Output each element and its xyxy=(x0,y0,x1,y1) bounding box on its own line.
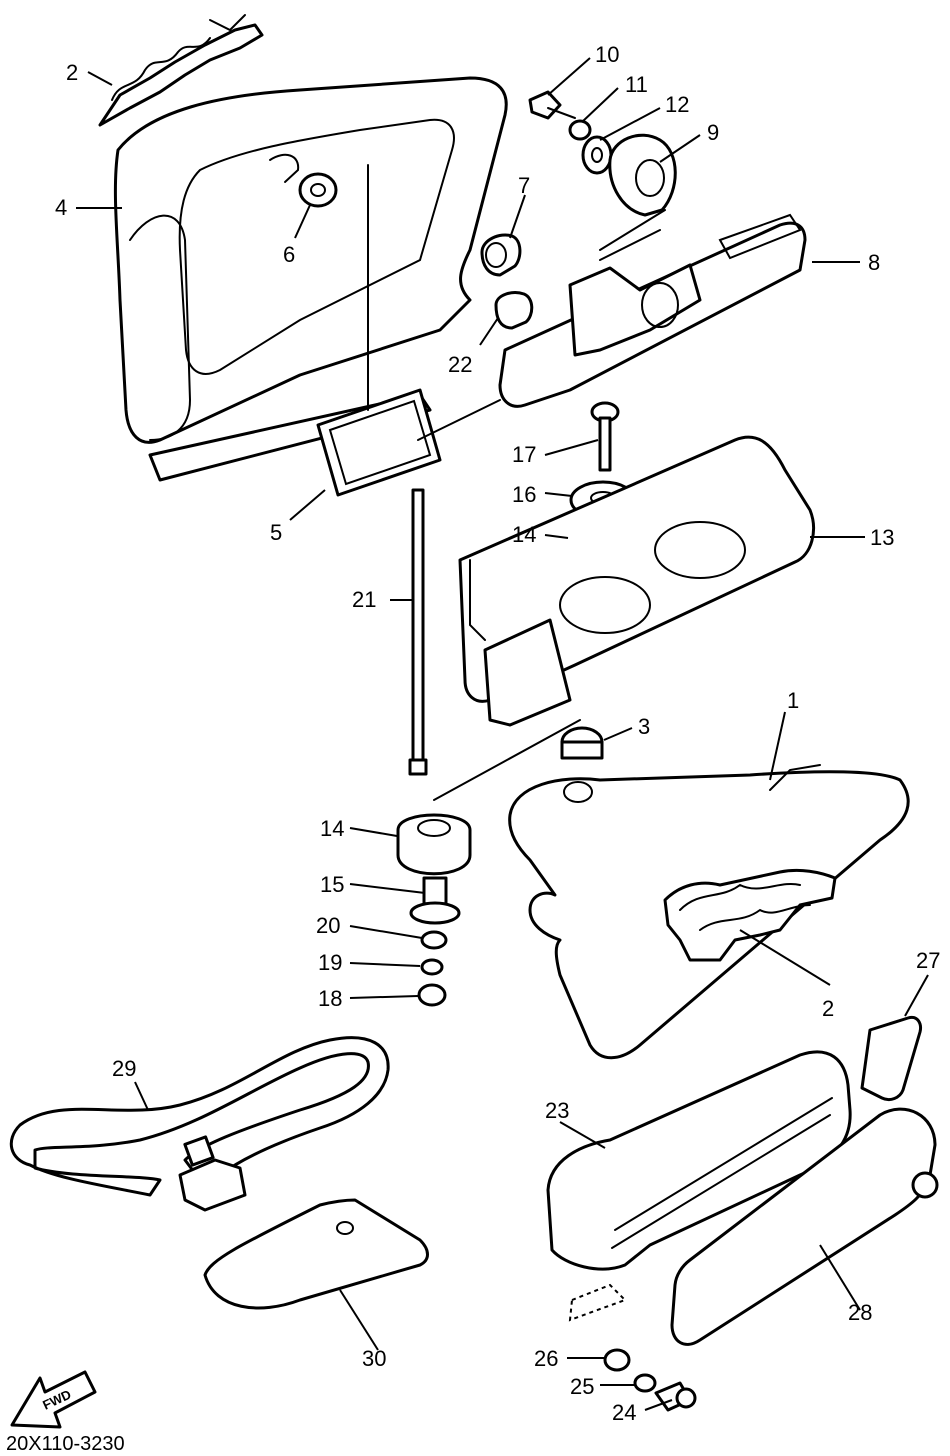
part-28-tool-box-cover xyxy=(670,1107,939,1346)
callout-25: 25 xyxy=(570,1374,594,1399)
callout-13: 13 xyxy=(870,525,894,550)
part-9-damper xyxy=(599,133,677,251)
callout-10: 10 xyxy=(595,42,619,67)
fwd-arrow-icon: FWD xyxy=(10,1370,97,1429)
callout-11: 11 xyxy=(625,72,648,97)
part-4-side-cover xyxy=(113,76,508,482)
part-10-bolt xyxy=(528,90,576,120)
part-29-wire-harness xyxy=(9,1036,390,1212)
part-11-washer xyxy=(568,119,592,141)
callout-30: 30 xyxy=(362,1346,386,1371)
callout-19: 19 xyxy=(318,950,342,975)
part-2-emblem-lower xyxy=(663,868,837,962)
part-7-grommet xyxy=(480,233,522,277)
part-30-tool-pouch xyxy=(203,1198,429,1310)
part-2-emblem-upper xyxy=(98,14,264,127)
callout-14-lower: 14 xyxy=(320,816,344,841)
part-5-label-plate xyxy=(316,164,442,497)
callout-27: 27 xyxy=(916,948,940,973)
part-12-plate-washer xyxy=(581,135,613,175)
part-18-nut xyxy=(417,983,447,1007)
callout-14-upper: 14 xyxy=(512,522,536,547)
diagram-code: 20X110-3230 xyxy=(6,1433,125,1455)
callout-8: 8 xyxy=(868,250,880,275)
leader-lines xyxy=(76,57,929,1411)
callout-3: 3 xyxy=(638,714,650,739)
callout-6: 6 xyxy=(283,242,295,267)
part-17-bolt xyxy=(590,401,620,472)
part-27-pad xyxy=(860,1015,922,1102)
part-14-damper-lower xyxy=(396,719,581,876)
callout-29: 29 xyxy=(112,1056,136,1081)
part-8-upper-bracket xyxy=(498,213,807,408)
callout-4: 4 xyxy=(55,195,67,220)
callout-labels: 2 10 11 12 9 4 7 6 8 22 17 16 14 13 5 21… xyxy=(55,42,940,1425)
callout-21: 21 xyxy=(352,587,376,612)
callout-1: 1 xyxy=(787,688,799,713)
part-22-nut xyxy=(494,291,534,330)
callout-9: 9 xyxy=(707,120,719,145)
part-3-grommet xyxy=(560,726,604,760)
callout-18: 18 xyxy=(318,986,342,1011)
part-20-washer xyxy=(420,930,448,950)
callout-5: 5 xyxy=(270,520,282,545)
callout-20: 20 xyxy=(316,913,340,938)
callout-2-lower: 2 xyxy=(822,996,834,1021)
callout-22: 22 xyxy=(448,352,472,377)
callout-16: 16 xyxy=(512,482,536,507)
part-23-tool-box xyxy=(546,1050,852,1271)
callout-26: 26 xyxy=(534,1346,558,1371)
callout-23: 23 xyxy=(545,1098,569,1123)
callout-12: 12 xyxy=(665,92,689,117)
callout-17: 17 xyxy=(512,442,536,467)
part-6-grommet xyxy=(298,172,338,208)
part-26-collar xyxy=(568,1283,631,1372)
callout-24: 24 xyxy=(612,1400,636,1425)
part-13-battery-tray xyxy=(458,435,815,727)
part-24-screw xyxy=(654,1381,697,1412)
part-19-lock-washer xyxy=(420,958,444,976)
callout-15: 15 xyxy=(320,872,344,897)
part-21-long-bolt xyxy=(408,399,501,776)
callout-28: 28 xyxy=(848,1300,872,1325)
part-15-collar xyxy=(409,876,461,925)
part-25-washer xyxy=(633,1373,657,1393)
callout-2-upper: 2 xyxy=(66,60,78,85)
callout-7: 7 xyxy=(518,173,530,198)
